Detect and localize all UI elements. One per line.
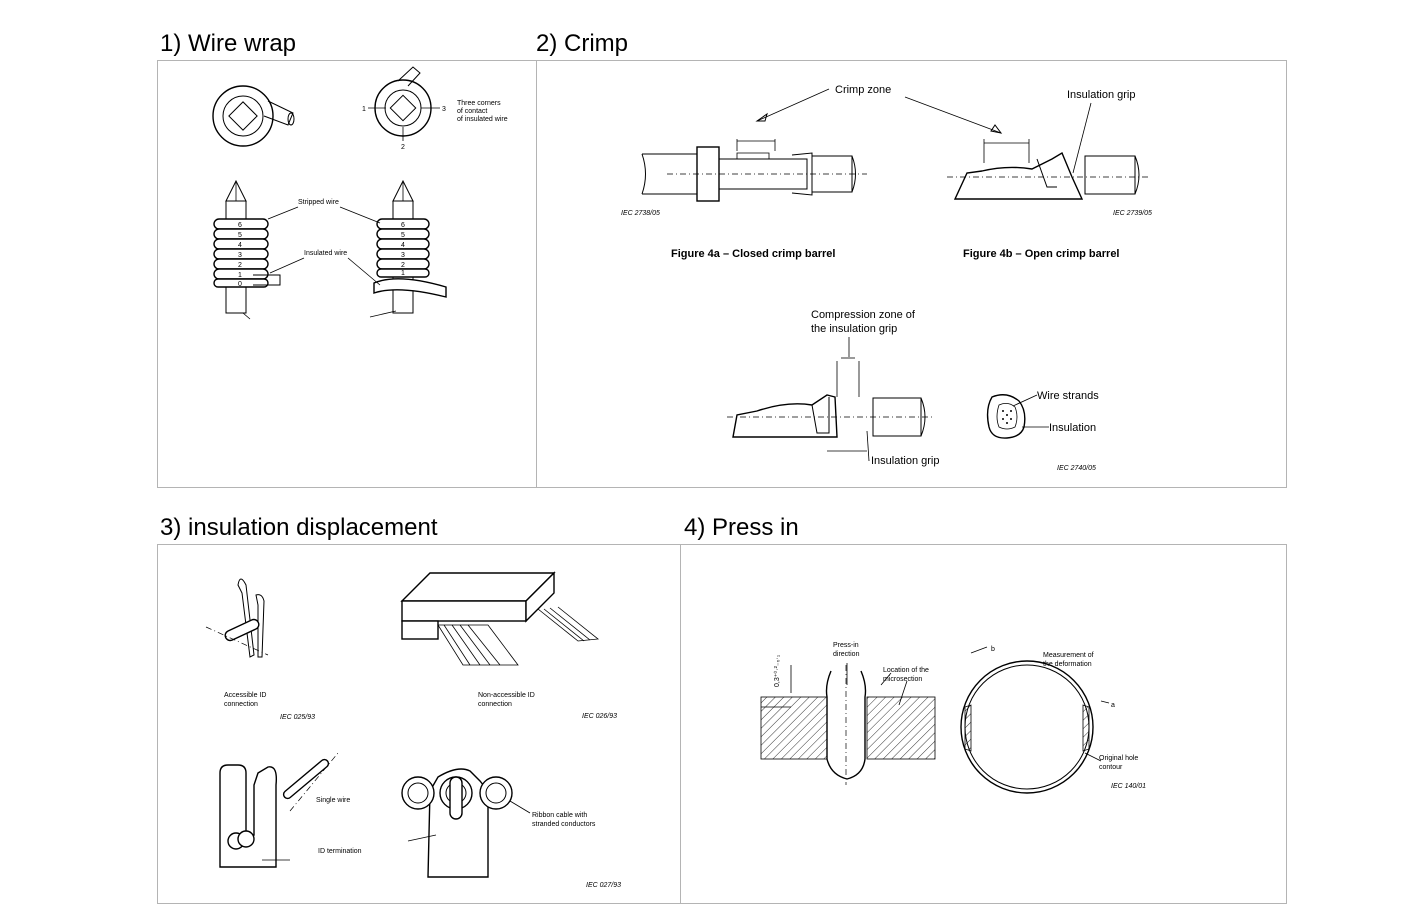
iec-026: IEC 026/93 (582, 713, 617, 720)
crimp-zone-label: Crimp zone (835, 84, 891, 96)
caption-open-crimp: Figure 4b – Open crimp barrel (963, 248, 1120, 260)
wrap-top-view-left (212, 85, 295, 147)
location-label-2: microsection (883, 676, 922, 683)
insulation-grip-top-label: Insulation grip (1067, 89, 1136, 101)
turn-3: 3 (238, 252, 242, 259)
corners-callout-3: of insulated wire (457, 116, 508, 123)
wire-strands-section: Wire strands Insulation IEC 2740/05 (986, 390, 1099, 472)
iec-027: IEC 027/93 (586, 882, 621, 889)
turn-r3: 3 (401, 252, 405, 259)
ribbon-label-2: stranded conductors (532, 821, 596, 828)
accessible-label-1: Accessible ID (224, 692, 266, 699)
non-accessible-label-1: Non-accessible ID (478, 692, 535, 699)
non-accessible-idc-figure: Non-accessible ID connection IEC 026/93 (400, 571, 617, 720)
press-in-diagram: 0,3⁺⁰·²₋₀·₁ Press-in direction Location … (760, 642, 1146, 794)
label-a: a (1111, 702, 1115, 709)
id-termination-label: ID termination (318, 848, 362, 855)
iec-2739: IEC 2739/05 (1113, 210, 1152, 217)
location-label-1: Location of the (883, 667, 929, 674)
original-hole-label-1: Original hole (1099, 755, 1138, 762)
press-dimension-label: 0,3⁺⁰·²₋₀·₁ (773, 654, 781, 687)
insulated-wire-label: Insulated wire (304, 250, 347, 257)
panel-crimp: IEC 2738/05 IEC 2739/05 Crimp zone Insul… (536, 60, 1287, 488)
corners-callout-2: of contact (457, 108, 487, 115)
heading-wire-wrap: 1) Wire wrap (160, 30, 297, 57)
non-accessible-label-2: connection (478, 701, 512, 708)
turn-r5: 5 (401, 232, 405, 239)
ribbon-cable-figure: Ribbon cable with stranded conductors IE… (401, 768, 621, 889)
turn-5: 5 (238, 232, 242, 239)
closed-crimp-barrel: IEC 2738/05 (621, 139, 867, 217)
label-b: b (991, 646, 995, 653)
ribbon-label-1: Ribbon cable with (532, 812, 587, 819)
accessible-label-2: connection (224, 701, 258, 708)
wire-strands-label: Wire strands (1037, 390, 1099, 402)
single-wire-label: Single wire (316, 797, 350, 804)
press-direction-label-1: Press-in (833, 642, 859, 649)
insulation-label: Insulation (1049, 422, 1096, 434)
turn-r1: 1 (401, 270, 405, 277)
stripped-wire-label: Stripped wire (298, 199, 339, 206)
open-crimp-barrel: IEC 2739/05 (947, 139, 1152, 217)
wrap-top-view-right: 1 3 2 Three corners of contact of insula… (362, 66, 508, 151)
accessible-idc-figure: Accessible ID connection IEC 025/93 (205, 578, 315, 721)
pcb-section: 0,3⁺⁰·²₋₀·₁ Press-in direction Location … (760, 642, 936, 785)
corners-callout-1: Three corners (457, 100, 501, 107)
insulation-grip-bottom-label: Insulation grip (871, 455, 940, 467)
wrap-post-left: 6 5 4 3 2 1 0 (213, 179, 281, 320)
iec-2738: IEC 2738/05 (621, 210, 660, 217)
heading-crimp: 2) Crimp (536, 30, 629, 57)
panel-wire-wrap: 1 3 2 Three corners of contact of insula… (157, 60, 537, 488)
caption-closed-crimp: Figure 4a – Closed crimp barrel (671, 248, 835, 260)
turn-0: 0 (238, 281, 242, 288)
iec-140: IEC 140/01 (1111, 783, 1146, 790)
turn-4: 4 (238, 242, 242, 249)
original-hole-label-2: contour (1099, 764, 1123, 771)
panel-insulation-displacement: Accessible ID connection IEC 025/93 Non-… (157, 544, 681, 904)
hole-deformation-figure: b a Measurement of the deformation Origi… (960, 646, 1146, 794)
compression-zone-label-2: the insulation grip (811, 323, 897, 335)
dim-3-label: 3 (442, 106, 446, 113)
wrap-post-right: 6 5 4 3 2 1 (369, 179, 447, 318)
wire-wrap-diagram: 1 3 2 Three corners of contact of insula… (212, 66, 508, 320)
heading-insulation-displacement: 3) insulation displacement (160, 514, 438, 541)
press-direction-label-2: direction (833, 651, 860, 658)
panel-press-in: 0,3⁺⁰·²₋₀·₁ Press-in direction Location … (680, 544, 1287, 904)
crimp-diagram: IEC 2738/05 IEC 2739/05 Crimp zone Insul… (621, 84, 1152, 472)
idc-diagram: Accessible ID connection IEC 025/93 Non-… (205, 571, 621, 889)
iec-2740: IEC 2740/05 (1057, 465, 1096, 472)
iec-025: IEC 025/93 (280, 714, 315, 721)
turn-1: 1 (238, 272, 242, 279)
turn-r4: 4 (401, 242, 405, 249)
turn-2: 2 (238, 262, 242, 269)
dim-2-label: 2 (401, 144, 405, 151)
id-termination-figure: Single wire ID termination (219, 752, 362, 868)
compression-zone-figure: Compression zone of the insulation grip … (727, 309, 940, 467)
turn-r2: 2 (401, 262, 405, 269)
turn-6: 6 (238, 222, 242, 229)
measurement-label-1: Measurement of (1043, 652, 1094, 659)
compression-zone-label-1: Compression zone of (811, 309, 916, 321)
dim-1-label: 1 (362, 106, 366, 113)
turn-r6: 6 (401, 222, 405, 229)
measurement-label-2: the deformation (1043, 661, 1092, 668)
heading-press-in: 4) Press in (684, 514, 799, 541)
